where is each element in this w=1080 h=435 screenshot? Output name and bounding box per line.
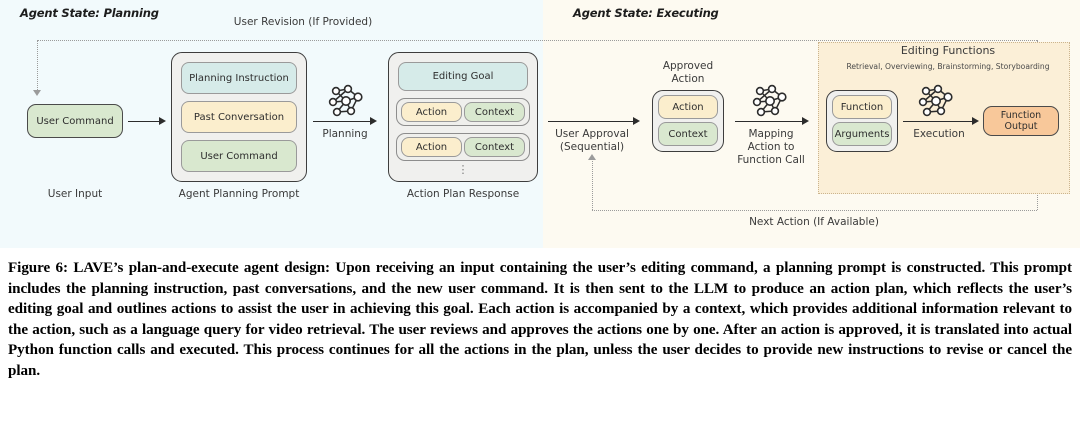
chip-context-2[interactable]: Context [464, 137, 525, 157]
caption-agent-planning-prompt: Agent Planning Prompt [178, 188, 300, 200]
chip-planning-instruction[interactable]: Planning Instruction [181, 62, 297, 94]
label-user-revision: User Revision (If Provided) [233, 16, 373, 28]
next-action-dotted-line [592, 210, 1037, 211]
neural-network-icon [324, 83, 368, 119]
label-mapping-line1: Mapping [748, 128, 794, 140]
arrow-planning [313, 121, 373, 122]
chip-function[interactable]: Function [832, 95, 892, 119]
neural-network-icon [914, 83, 958, 119]
figure-diagram: Agent State: Planning Agent State: Execu… [0, 0, 1080, 248]
arrow-user-command-to-prompt [128, 121, 162, 122]
figure-caption: Figure 6: LAVE’s plan-and-execute agent … [8, 260, 1072, 379]
chip-action-1[interactable]: Action [401, 102, 462, 122]
caption-approved-action-line1: Approved [662, 60, 714, 72]
label-editing-functions-title: Editing Functions [900, 44, 996, 57]
label-mapping-line2: Action to [747, 141, 795, 153]
label-next-action: Next Action (If Available) [749, 216, 879, 228]
arrow-mapping [735, 121, 805, 122]
chip-context-1[interactable]: Context [464, 102, 525, 122]
user-revision-dotted-line [37, 40, 1037, 41]
agent-state-planning-title: Agent State: Planning [20, 6, 159, 20]
arrow-user-approval-head [633, 116, 640, 125]
label-editing-functions-subtitle: Retrieval, Overviewing, Brainstorming, S… [846, 62, 1050, 71]
arrow-user-approval [548, 121, 636, 122]
neural-network-icon [748, 83, 792, 119]
chip-user-command[interactable]: User Command [181, 140, 297, 172]
caption-user-input: User Input [47, 188, 103, 200]
node-function-output[interactable]: Function Output [983, 106, 1059, 136]
label-execution: Execution [913, 128, 965, 140]
caption-action-plan-response: Action Plan Response [406, 188, 520, 200]
chip-approved-action[interactable]: Action [658, 95, 718, 119]
arrow-mapping-head [802, 116, 809, 125]
user-revision-arrowhead [33, 90, 41, 96]
arrow-execution-head [972, 116, 979, 125]
chip-past-conversation[interactable]: Past Conversation [181, 101, 297, 133]
label-user-approval-line2: (Sequential) [559, 141, 625, 153]
chip-editing-goal[interactable]: Editing Goal [398, 62, 528, 91]
label-planning: Planning [322, 128, 368, 140]
caption-approved-action-line2: Action [671, 73, 705, 85]
user-revision-dotted-down [37, 40, 38, 92]
label-mapping-line3: Function Call [737, 154, 805, 166]
chip-approved-context[interactable]: Context [658, 122, 718, 146]
agent-state-executing-title: Agent State: Executing [573, 6, 719, 20]
chip-action-2[interactable]: Action [401, 137, 462, 157]
next-action-arrowhead [588, 154, 596, 160]
node-user-command[interactable]: User Command [27, 104, 123, 138]
action-plan-ellipsis: ⋮ [457, 163, 469, 176]
arrow-user-command-to-prompt-head [159, 116, 166, 125]
arrow-planning-head [370, 116, 377, 125]
label-user-approval-line1: User Approval [555, 128, 629, 140]
chip-arguments[interactable]: Arguments [832, 122, 892, 146]
arrow-execution [903, 121, 975, 122]
next-action-dotted-up [592, 158, 593, 210]
